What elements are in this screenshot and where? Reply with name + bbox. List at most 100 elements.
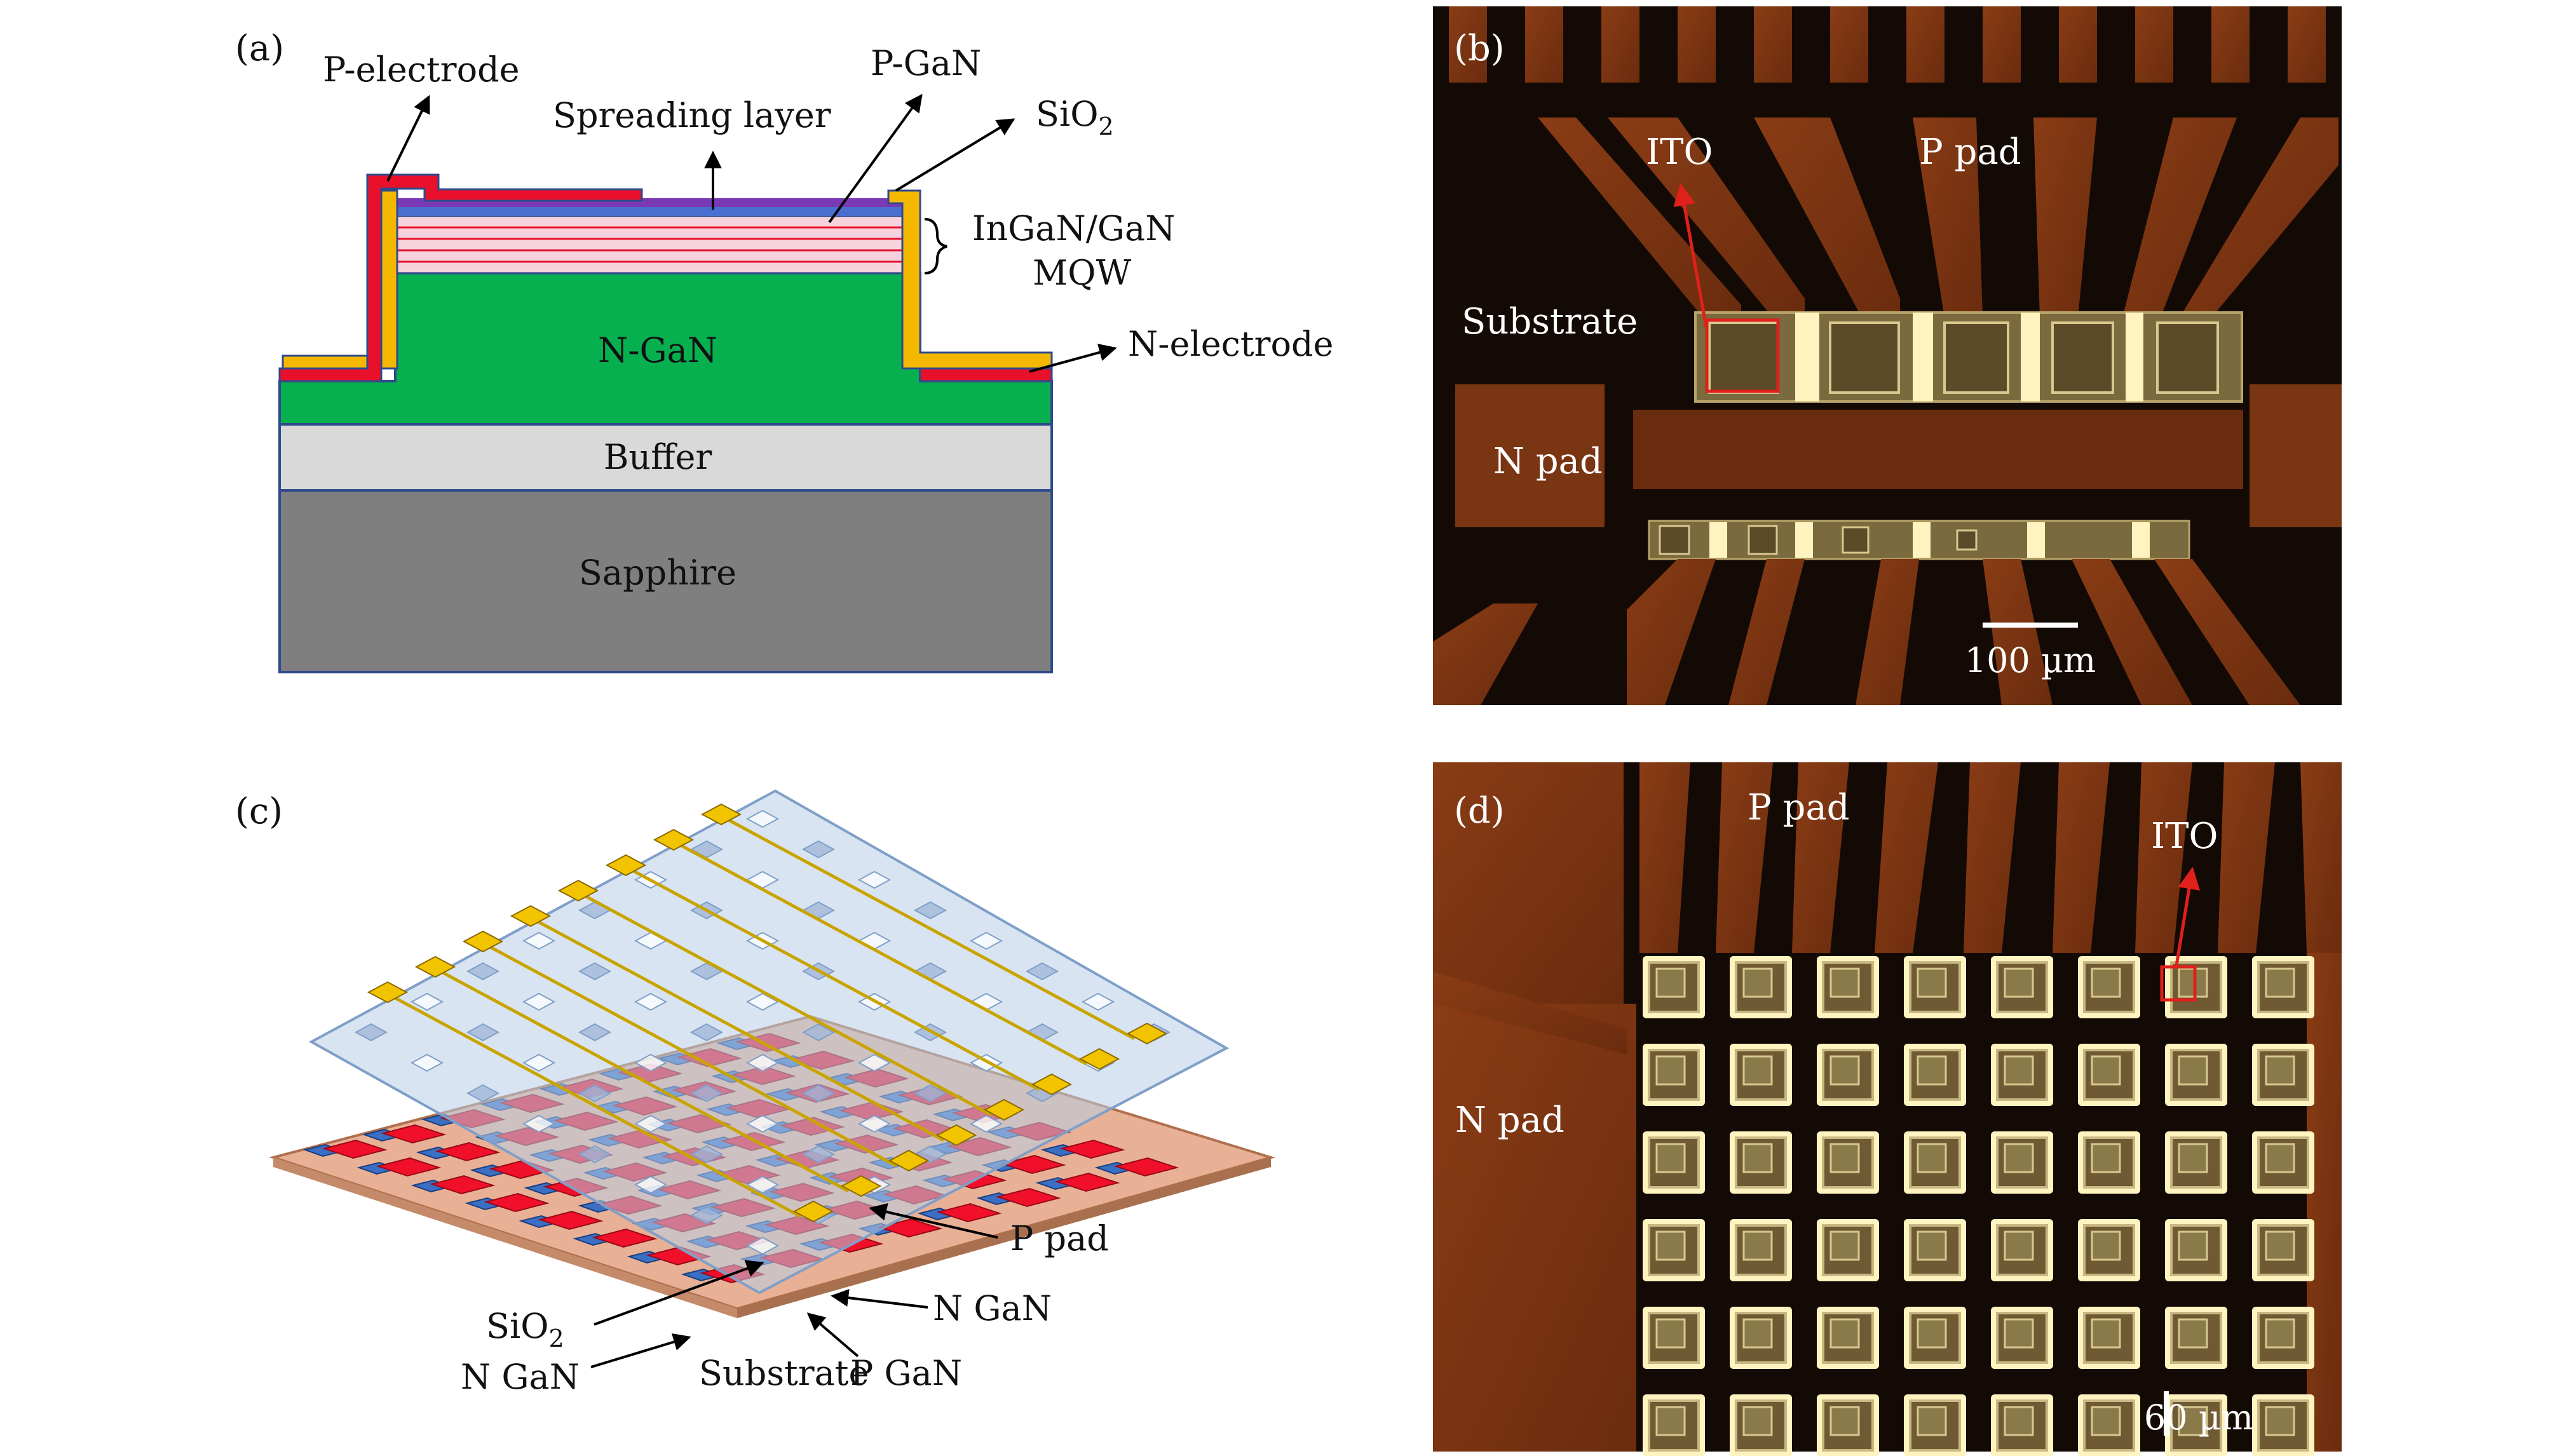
mqw-label-line2: MQW [1033,253,1132,293]
sio2-window [410,1053,444,1072]
sio2-window [689,1206,724,1225]
sio2-window [801,1023,836,1042]
p-gan-block [322,1139,388,1159]
panel-d-led-grid [1643,956,2314,1456]
led-ito [2265,1318,2295,1349]
led-ito [1742,967,1773,998]
sio2-window [745,1175,780,1194]
panel-d-p-pad-label: P pad [1748,787,1850,828]
p-gan-arrow [828,93,923,224]
sio2-window [745,1114,780,1133]
sio2-window [1081,992,1115,1011]
led-ito [1829,1055,1860,1086]
panel-c: (c) P pad N GaN SiO2 N GaN Substrate P G… [235,789,1276,1397]
p-gan-block [430,1175,496,1195]
led-ito [1655,1406,1686,1436]
p-pad [414,955,456,978]
panel-b-left-pad [1455,384,1605,527]
p-gan-block [376,1157,442,1177]
sapphire-layer: Sapphire [278,489,1053,673]
panel-d-ito-highlight [2160,965,2197,1002]
panel-c-p-pad-arrow [869,1203,998,1239]
led-ito [2091,1318,2121,1349]
led-ito [2178,1406,2208,1436]
panel-b-scale-label: 100 µm [1965,640,2096,680]
sio2-window [857,1114,892,1133]
panel-d-traces [1433,762,2342,1452]
sio2-window [578,962,612,981]
led-ito [1829,1318,1860,1349]
sio2-window [634,1175,668,1194]
p-pad-line [393,995,802,1218]
panel-b-ito-highlight [1705,318,1780,393]
sio2-arrow-a [895,118,1015,192]
sio2-plane [308,789,1230,1295]
p-pad-line [679,843,1088,1066]
p-gan-block [538,1210,604,1230]
p-pad [557,879,599,902]
led-ito [1829,1143,1860,1173]
p-pad [510,905,552,927]
p-gan-block [592,1228,658,1248]
sio2-window [689,1023,724,1042]
p-pad [367,981,409,1004]
p-pad [653,828,695,851]
panel-d-scale-bar [2164,1391,2169,1436]
sio2-window [745,809,780,828]
substrate-edge-left [273,1157,737,1318]
panel-d-scale-label: 60 µm [2144,1398,2253,1438]
p-pad [888,1149,930,1172]
led-ito [2004,1055,2034,1086]
led-ito [2265,1055,2295,1086]
n-electrode [919,367,1053,382]
sio2-window [522,992,556,1011]
panel-c-p-gan-label: P GaN [850,1353,962,1393]
panel-d-ito-label: ITO [2151,816,2218,857]
panel-c-sio2-label: SiO2 [486,1306,564,1352]
led-ito [1917,1406,1947,1436]
sio2-window [689,1145,724,1164]
led-ito [2091,1143,2121,1173]
p-gan-block [484,1192,550,1213]
sio2-window [913,901,947,920]
panel-b-right-pad [2250,384,2342,527]
panel-b-scale-bar [1983,623,2078,628]
panel-c-n-gan-left-label: N GaN [461,1357,580,1397]
panel-c-p-gan-arrow [806,1312,859,1358]
n-gan-layer: N-GaN [278,272,1053,426]
sio2-window [522,931,556,950]
p-gan-block [1059,1139,1125,1159]
panel-b-tag: (b) [1454,28,1505,69]
panel-d-tag: (d) [1454,790,1505,832]
panel-c-n-gan-right-label: N GaN [933,1288,1052,1328]
led-ito [1655,1143,1686,1173]
p-gan-block [381,1124,447,1144]
panel-b-bottom-traces [1433,559,2300,705]
sio2-window [522,1114,556,1133]
led-ito [1829,1230,1860,1261]
p-electrode-arrow [386,95,430,182]
p-pad [1126,1022,1168,1045]
p-gan-block [435,1142,501,1162]
led-ito [1655,1318,1686,1349]
p-pad [462,930,504,953]
panel-c-substrate-label: Substrate [699,1353,869,1393]
led-ito [1742,1406,1773,1436]
sio2-window [522,1053,556,1072]
sio2-window [634,1114,668,1133]
sio2-window [466,962,500,981]
led-ito [1917,1143,1947,1173]
led-ito [1655,967,1686,998]
panel-c-tag: (c) [235,791,283,832]
buffer-layer: Buffer [278,423,1053,492]
led-ito [2091,1055,2121,1086]
n-gan-label: N-GaN [598,330,717,370]
spreading-layer [395,206,920,216]
p-pad [792,1200,834,1223]
panel-b-n-pad-label: N pad [1493,441,1603,482]
sio2-window [969,1114,1003,1133]
panel-d: (d) P pad ITO N pad 60 µm [1433,762,2342,1456]
sio2-window [745,992,780,1011]
p-pad-line [488,945,897,1168]
sio2-label-a: SiO2 [1036,94,1114,140]
